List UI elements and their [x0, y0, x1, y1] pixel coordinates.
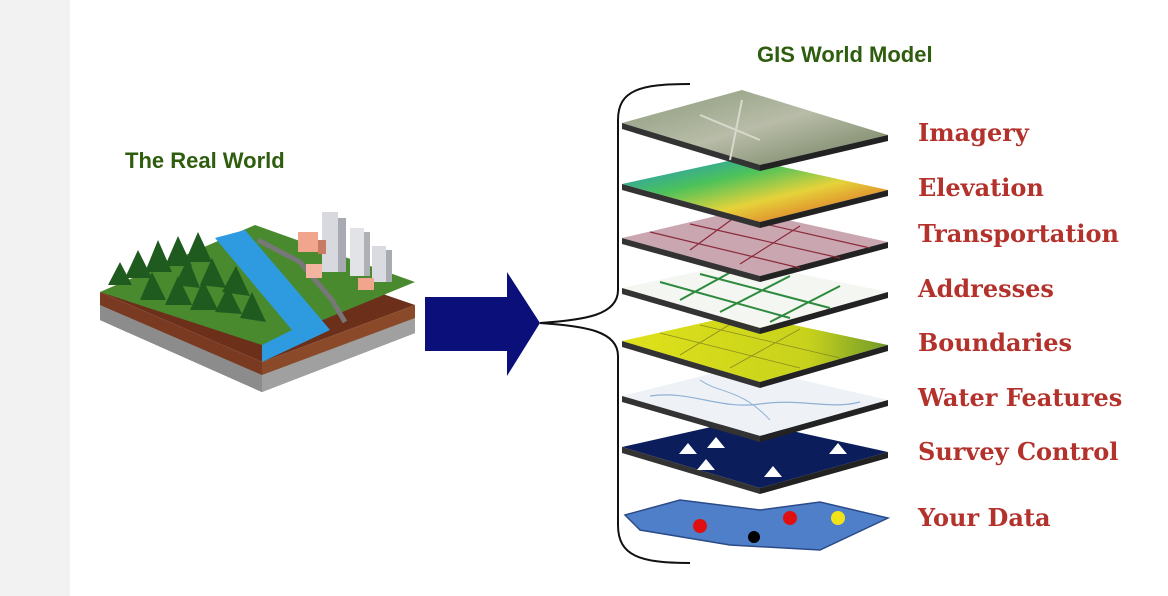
curly-brace	[539, 83, 691, 564]
right-arrow-icon	[425, 272, 540, 376]
layer-transportation	[622, 210, 888, 282]
data-point-icon	[693, 519, 707, 533]
label-survey-control: Survey Control	[918, 437, 1119, 466]
label-imagery: Imagery	[918, 118, 1029, 147]
label-transportation: Transportation	[918, 219, 1119, 248]
data-point-icon	[783, 511, 797, 525]
gis-model-title: GIS World Model	[757, 42, 933, 67]
layer-elevation	[622, 158, 888, 228]
triangle-marker-icon	[764, 466, 782, 477]
triangle-marker-icon	[829, 443, 847, 454]
label-addresses: Addresses	[918, 274, 1054, 303]
real-world-title: The Real World	[125, 148, 285, 173]
label-your-data: Your Data	[918, 503, 1051, 532]
triangle-marker-icon	[697, 459, 715, 470]
data-point-icon	[748, 531, 760, 543]
label-elevation: Elevation	[918, 173, 1044, 202]
layer-addresses	[622, 262, 888, 334]
layer-survey-control	[622, 420, 888, 494]
left-margin-strip	[0, 0, 70, 596]
triangle-marker-icon	[679, 443, 697, 454]
layer-water-features	[622, 366, 888, 442]
label-boundaries: Boundaries	[918, 328, 1073, 357]
layer-boundaries	[622, 314, 888, 388]
label-water-features: Water Features	[918, 383, 1123, 412]
layer-imagery	[622, 90, 888, 171]
layer-your-data	[623, 499, 891, 551]
data-point-icon	[831, 511, 845, 525]
triangle-marker-icon	[707, 437, 725, 448]
terrain-block-illustration	[100, 212, 415, 392]
